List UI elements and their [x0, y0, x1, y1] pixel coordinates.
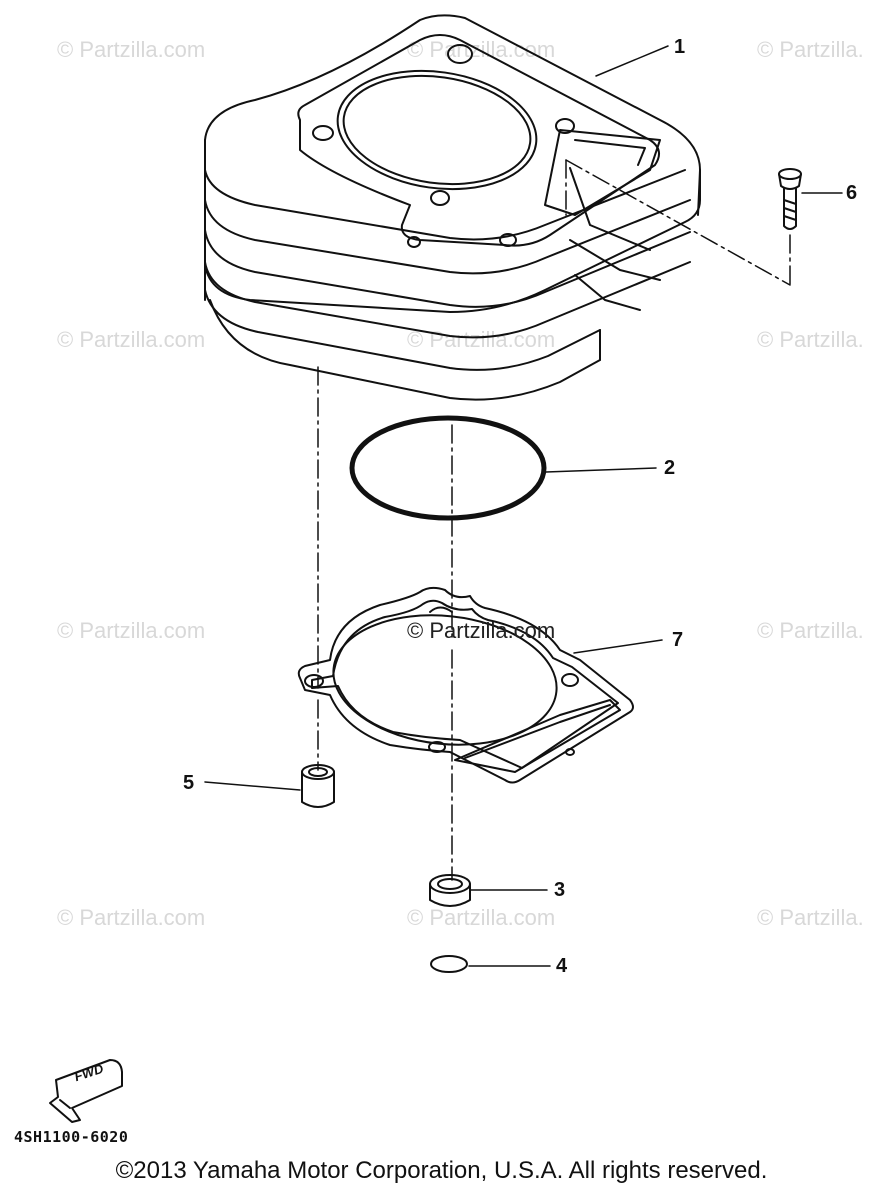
- watermark: © Partzilla.com: [57, 905, 206, 930]
- watermark: © Partzilla.com: [407, 37, 556, 62]
- dowel-pin-part[interactable]: [301, 764, 335, 808]
- copyright-notice: ©2013 Yamaha Motor Corporation, U.S.A. A…: [115, 1157, 768, 1184]
- watermark: © Partzilla.com: [407, 905, 556, 930]
- callout-7: 7: [672, 629, 684, 651]
- dowel-pin-part[interactable]: [429, 874, 471, 907]
- watermark: © Partzilla.com: [57, 327, 206, 352]
- o-ring-part[interactable]: [349, 415, 547, 521]
- base-gasket-part[interactable]: [297, 586, 634, 784]
- callout-5: 5: [183, 772, 195, 794]
- watermark: © Partzilla.com: [57, 618, 206, 643]
- fwd-arrow-icon: [49, 1059, 123, 1123]
- small-o-ring-part[interactable]: [430, 955, 468, 973]
- callout-6: 6: [846, 182, 858, 204]
- cylinder-part[interactable]: [204, 14, 701, 401]
- callout-3: 3: [554, 879, 566, 901]
- callout-2: 2: [664, 457, 676, 479]
- bolt-part[interactable]: [778, 168, 802, 230]
- leader-lines: [204, 45, 843, 967]
- watermark: © Partzilla.: [757, 37, 864, 62]
- alignment-lines: [317, 159, 791, 881]
- center-watermark: © Partzilla.com: [407, 618, 556, 643]
- watermark: © Partzilla.com: [57, 37, 206, 62]
- watermark: © Partzilla.: [757, 618, 864, 643]
- watermark: © Partzilla.com: [407, 327, 556, 352]
- callout-4: 4: [556, 955, 568, 977]
- diagram-code: 4SH1100-6020: [14, 1128, 129, 1146]
- watermark: © Partzilla.: [757, 327, 864, 352]
- watermark: © Partzilla.: [757, 905, 864, 930]
- callout-1: 1: [674, 36, 686, 58]
